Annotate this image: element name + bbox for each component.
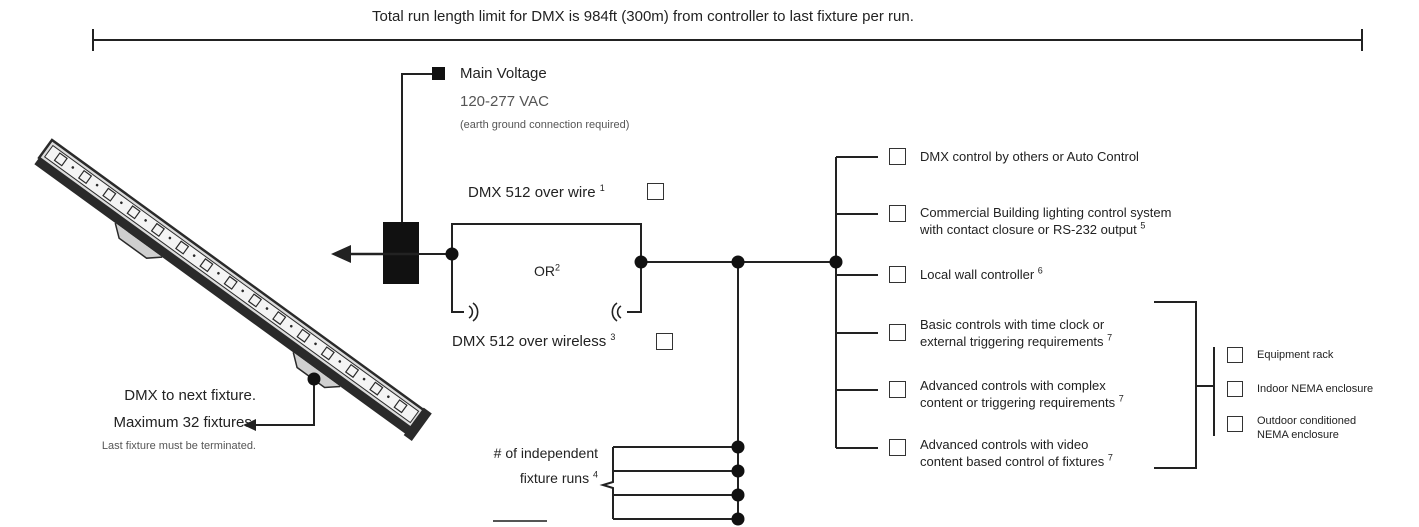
dmx-wire-checkbox[interactable] xyxy=(647,183,664,200)
enclosure-label-outdoor-nema: Outdoor conditioned NEMA enclosure xyxy=(1257,415,1357,441)
next-fixture-line2: Maximum 32 fixtures. xyxy=(113,414,256,431)
control-checkbox-advanced-video[interactable] xyxy=(889,439,906,456)
control-checkbox-advanced-complex[interactable] xyxy=(889,381,906,398)
dmx-wireless-checkbox[interactable] xyxy=(656,333,673,350)
arrow-to-fixture xyxy=(331,245,419,263)
main-voltage-value: 120-277 VAC xyxy=(460,93,549,110)
fixture-runs-line2: fixture runs 4 xyxy=(519,469,598,486)
control-label-advanced-complex: Advanced controls with complex content o… xyxy=(920,378,1124,410)
enclosure-checkbox-outdoor-nema[interactable] xyxy=(1227,416,1243,432)
junction-dots xyxy=(307,247,843,526)
controls-tree xyxy=(835,156,878,449)
enclosure-label-equipment-rack: Equipment rack xyxy=(1257,349,1334,361)
run-length-dimension xyxy=(92,29,1363,51)
main-voltage-title: Main Voltage xyxy=(460,65,547,82)
dmx-wire-label: DMX 512 over wire 1 xyxy=(468,183,605,202)
power-feed xyxy=(401,73,440,223)
enclosure-label-indoor-nema: Indoor NEMA enclosure xyxy=(1257,383,1374,395)
wireless-rx-icon xyxy=(611,302,622,322)
main-bus xyxy=(641,261,836,519)
control-checkbox-building-system[interactable] xyxy=(889,205,906,222)
next-fixture-line1: DMX to next fixture. xyxy=(124,387,256,404)
main-voltage-note: (earth ground connection required) xyxy=(460,119,630,131)
control-label-dmx-others: DMX control by others or Auto Control xyxy=(920,149,1139,164)
enclosure-checkbox-indoor-nema[interactable] xyxy=(1227,381,1243,397)
next-fixture-line3: Last fixture must be terminated. xyxy=(101,440,256,452)
control-label-advanced-video: Advanced controls with video content bas… xyxy=(920,437,1113,469)
control-label-basic-time-clock: Basic controls with time clock or extern… xyxy=(920,317,1113,349)
enclosure-checkbox-equipment-rack[interactable] xyxy=(1227,347,1243,363)
fixture-runs-line1: # of independent xyxy=(493,445,598,461)
control-checkbox-dmx-others[interactable] xyxy=(889,148,906,165)
fixture-runs-input[interactable] xyxy=(493,520,547,527)
wireless-tx-icon xyxy=(468,302,479,322)
control-checkbox-basic-time-clock[interactable] xyxy=(889,324,906,341)
led-bar-fixture xyxy=(34,138,432,441)
dmx-wireless-label: DMX 512 over wireless 3 xyxy=(452,332,616,351)
control-checkbox-wall-controller[interactable] xyxy=(889,266,906,283)
dmx-split xyxy=(419,223,642,313)
next-fixture-connector xyxy=(243,379,315,431)
control-label-wall-controller: Local wall controller 6 xyxy=(920,265,1043,282)
enclosure-bracket xyxy=(1154,301,1215,469)
control-label-building-system: Commercial Building lighting control sys… xyxy=(920,205,1172,237)
or-label: OR2 xyxy=(534,262,561,279)
fixture-runs-bracket xyxy=(599,446,738,520)
main-voltage-terminal xyxy=(432,67,445,80)
run-length-note: Total run length limit for DMX is 984ft … xyxy=(372,8,914,25)
